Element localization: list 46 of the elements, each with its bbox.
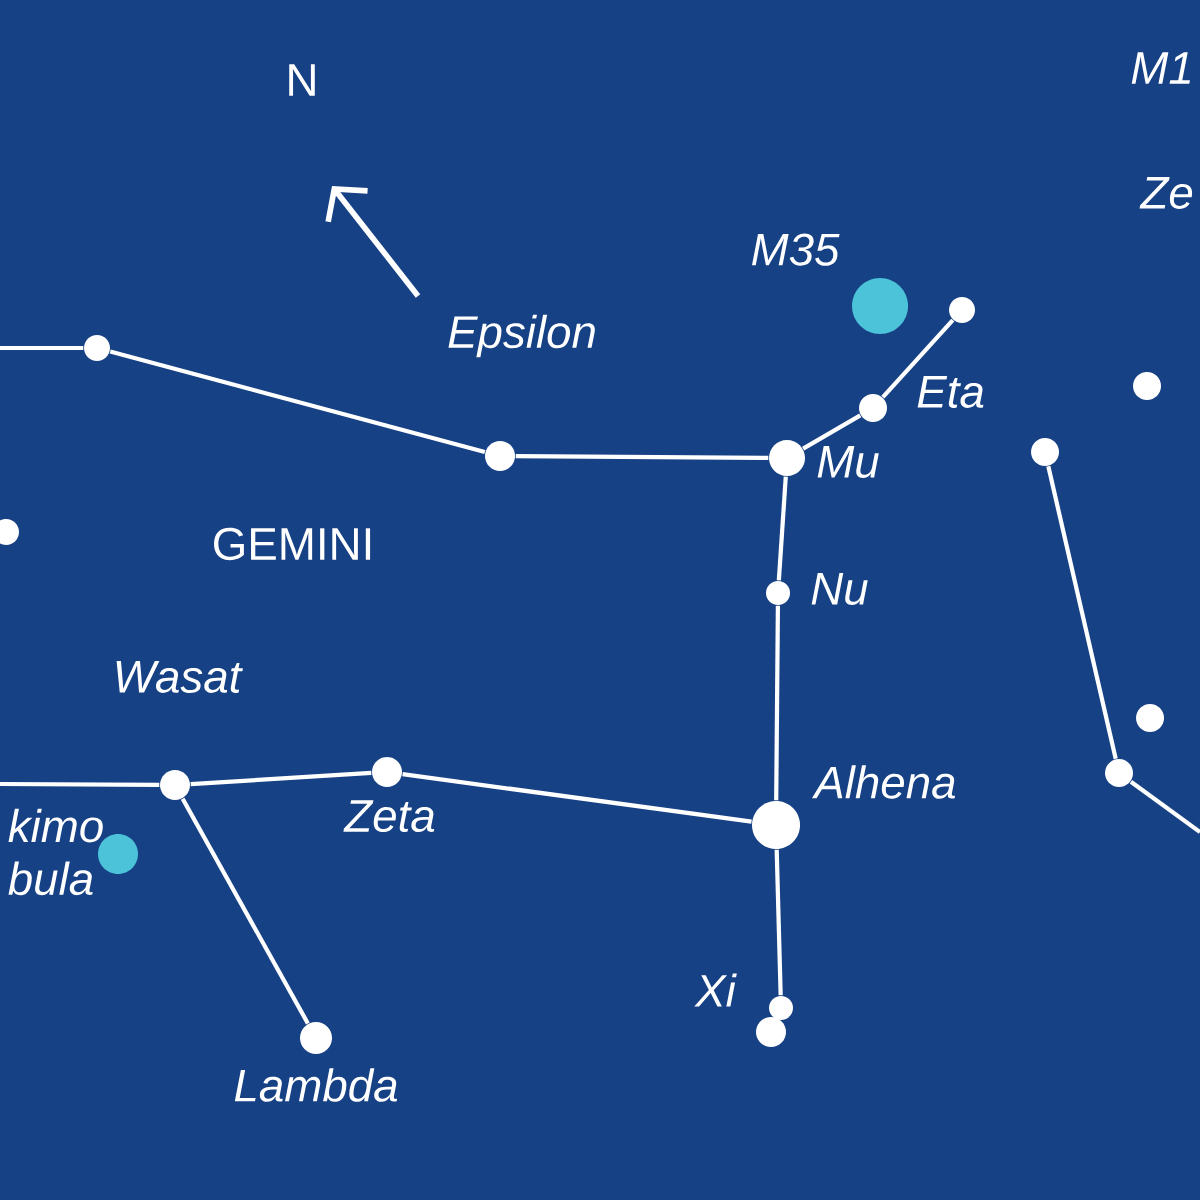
star-dot [84, 335, 110, 361]
star-dot [300, 1022, 332, 1055]
sky-label: Wasat [116, 661, 243, 693]
star-dot [769, 440, 805, 476]
star-dot [752, 801, 801, 849]
constellation-line [190, 770, 372, 787]
constellation-line [180, 797, 310, 1025]
sky-label: Ze [1139, 177, 1193, 209]
star-name: Eta [917, 376, 984, 408]
constellation-line [1046, 465, 1118, 760]
constellation-line [109, 349, 486, 454]
constellation-line [0, 345, 84, 351]
star-dot [852, 278, 909, 334]
star-dot [1105, 759, 1133, 787]
star-dot [769, 996, 794, 1020]
star-dot [1133, 372, 1161, 400]
north-label: N [289, 64, 315, 96]
star-dot [372, 757, 402, 787]
constellation-line [402, 772, 752, 824]
constellation-line [0, 781, 160, 788]
sky-label: M1 [1131, 52, 1190, 84]
star-name: Nu [811, 573, 868, 605]
star-name: Xi [694, 973, 737, 1007]
star-dot [949, 297, 975, 323]
constellation-line [776, 476, 788, 581]
constellation-line [1129, 779, 1200, 834]
constellation-line [774, 849, 783, 996]
constellation-line [515, 454, 769, 460]
star-dot [1031, 438, 1059, 466]
constellation-name: GEMINI [214, 527, 371, 561]
star-dot [756, 1017, 786, 1047]
constellation-line [802, 413, 862, 451]
star-name: Zeta [343, 800, 435, 833]
star-name: Alhena [811, 765, 955, 799]
star-name: M35 [752, 233, 840, 266]
star-dot [1136, 704, 1165, 732]
star-dot [160, 770, 190, 800]
star-dot [485, 441, 515, 471]
star-dot [766, 581, 790, 605]
sky-label: Epsilon [448, 314, 595, 358]
star-name: Lambda [234, 1068, 398, 1102]
star-name: Mu [817, 446, 879, 478]
constellation-line [774, 605, 780, 801]
constellation-line [881, 318, 955, 399]
star-name: kimo bula [8, 808, 103, 896]
star-dot [859, 394, 887, 422]
